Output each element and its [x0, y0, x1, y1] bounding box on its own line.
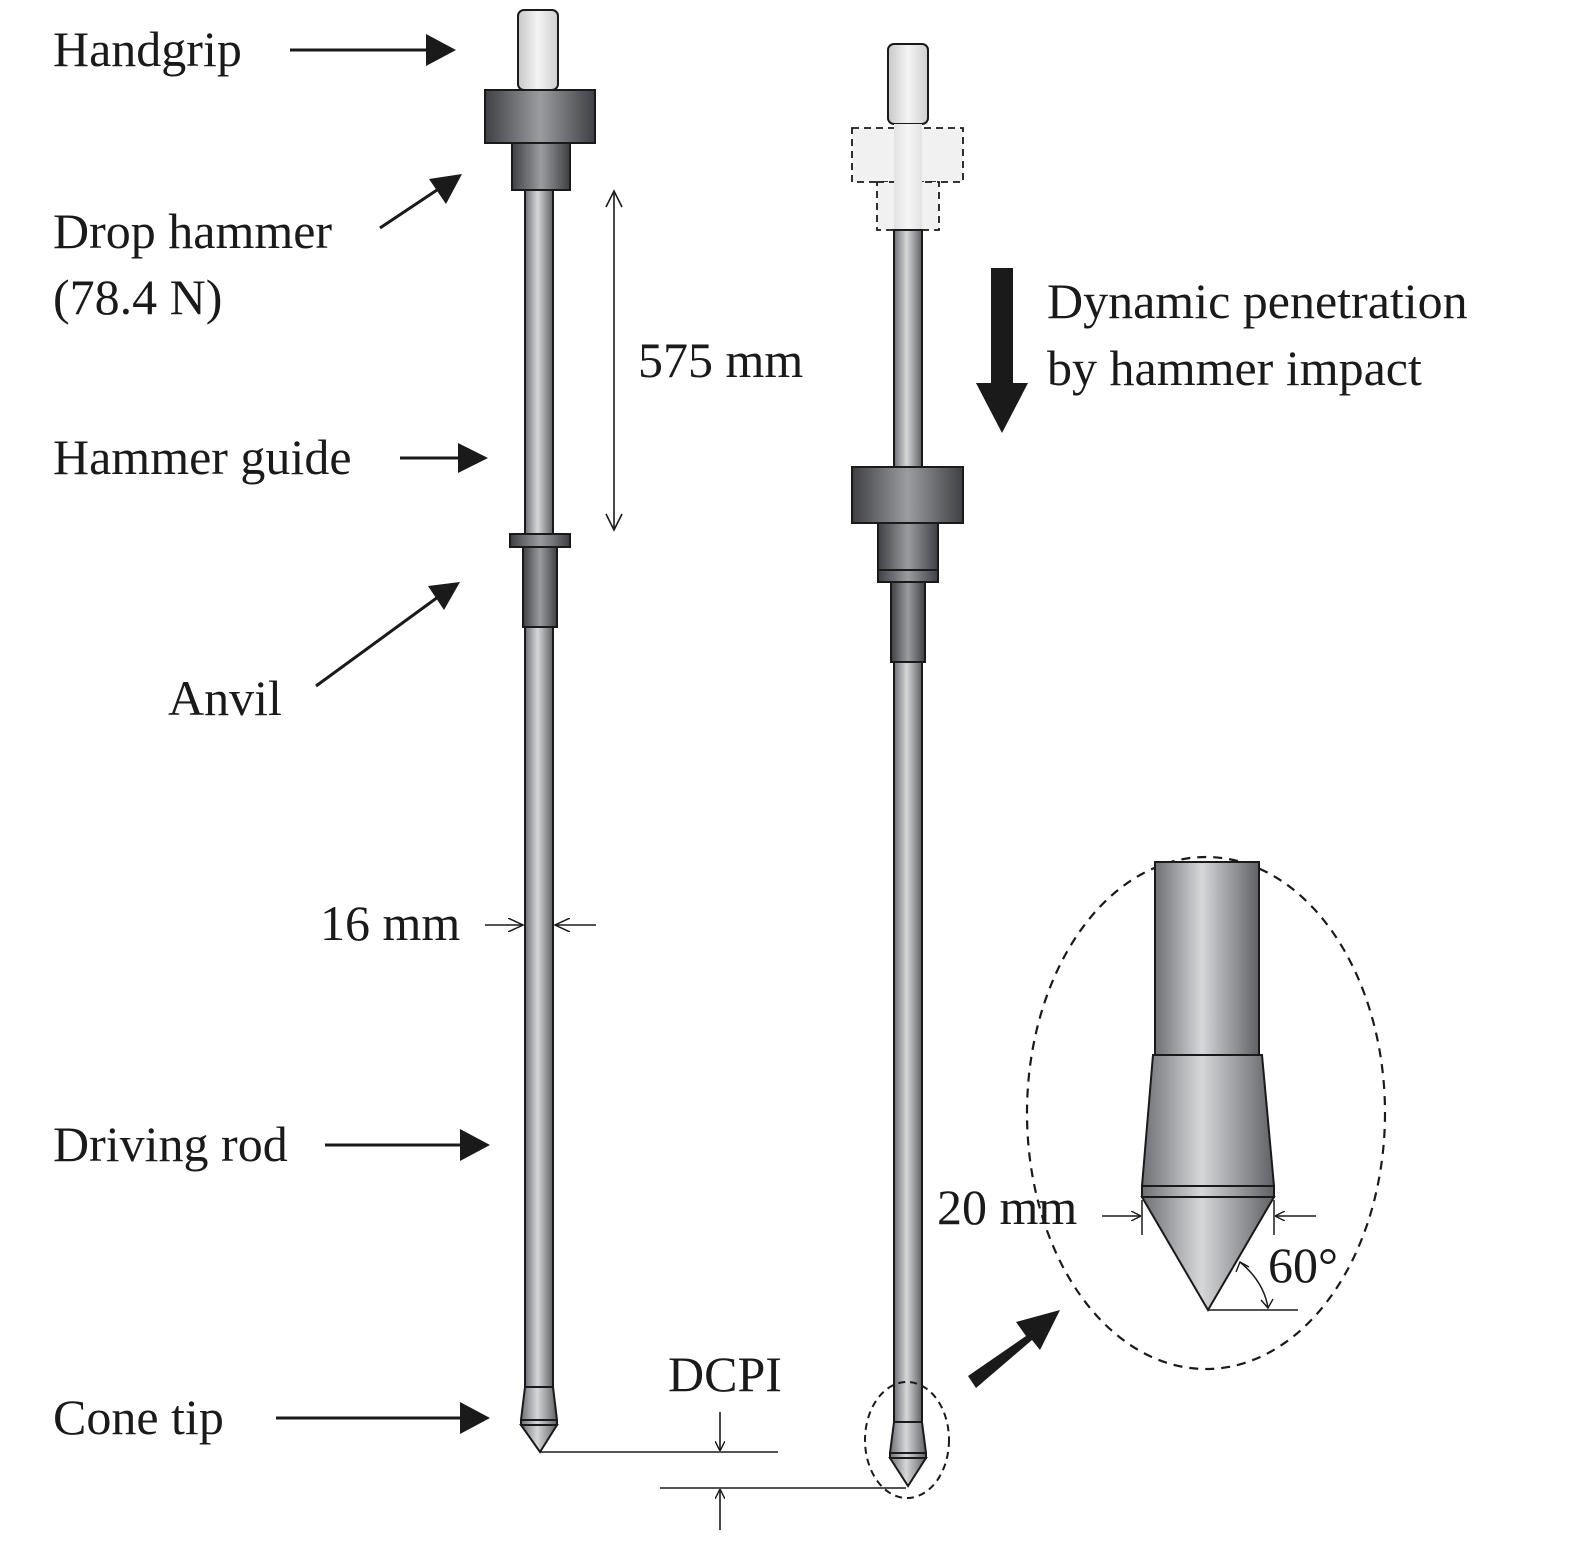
impact-direction-arrow: [976, 268, 1028, 433]
zoom-cone-band: [1141, 1185, 1275, 1198]
annotation-line-2: by hammer impact: [1047, 340, 1422, 396]
cone-detail-zoom: [1025, 855, 1387, 1371]
labels: Handgrip Drop hammer (78.4 N) Hammer gui…: [53, 21, 1468, 1445]
left-drop-hammer-top: [484, 89, 596, 144]
left-driving-rod: [524, 626, 554, 1388]
right-driving-rod: [893, 661, 923, 1423]
right-cone-point: [888, 1457, 928, 1488]
drop-height-dimension: 575 mm: [638, 332, 803, 388]
anvil-pointer: [315, 595, 439, 688]
drop-hammer-label: Drop hammer: [53, 203, 332, 259]
right-anvil-body: [890, 581, 926, 663]
driving-rod-label: Driving rod: [53, 1116, 288, 1172]
cone-diameter-dimension: 20 mm: [937, 1179, 1077, 1235]
handgrip-label: Handgrip: [53, 21, 242, 77]
right-cone-taper: [888, 1421, 928, 1454]
cone-tip-label: Cone tip: [53, 1389, 224, 1445]
cone-angle-dimension: 60°: [1268, 1237, 1338, 1293]
label-pointers: [276, 34, 490, 1434]
drop-hammer-pointer: [379, 186, 441, 230]
rod-diameter-dimension: 16 mm: [320, 895, 460, 951]
right-drop-hammer-top: [851, 466, 964, 524]
zoom-rod: [1154, 861, 1260, 1056]
left-handgrip: [517, 9, 559, 91]
zoom-pointer-arrow: [968, 1310, 1060, 1388]
left-cone-point: [519, 1424, 559, 1454]
left-dcp-device: [484, 9, 596, 1454]
hammer-guide-label: Hammer guide: [53, 429, 352, 485]
zoom-cone-point: [1140, 1196, 1276, 1312]
right-ghost-rod: [894, 124, 922, 230]
right-hammer-guide-rod: [893, 229, 923, 468]
left-anvil-body: [522, 546, 558, 628]
right-anvil-collar: [877, 569, 939, 583]
left-drop-hammer-neck: [511, 142, 571, 191]
zoom-cone-taper: [1140, 1054, 1276, 1187]
zoom-angle-arc: [1239, 1261, 1269, 1309]
anvil-label: Anvil: [168, 670, 282, 726]
right-handgrip: [887, 43, 929, 125]
right-cone-highlight-ellipse: [864, 1381, 950, 1499]
annotation-line-1: Dynamic penetration: [1047, 273, 1468, 329]
zoom-ellipse: [1025, 855, 1387, 1371]
dimension-lines: [485, 189, 906, 1530]
right-dcp-device: [851, 43, 964, 1499]
left-hammer-guide-rod: [524, 189, 554, 535]
right-drop-hammer-neck: [877, 522, 939, 571]
dcpi-label: DCPI: [668, 1346, 782, 1402]
left-anvil-collar: [509, 533, 571, 548]
drop-hammer-weight-label: (78.4 N): [53, 269, 222, 325]
left-cone-taper: [519, 1386, 559, 1421]
